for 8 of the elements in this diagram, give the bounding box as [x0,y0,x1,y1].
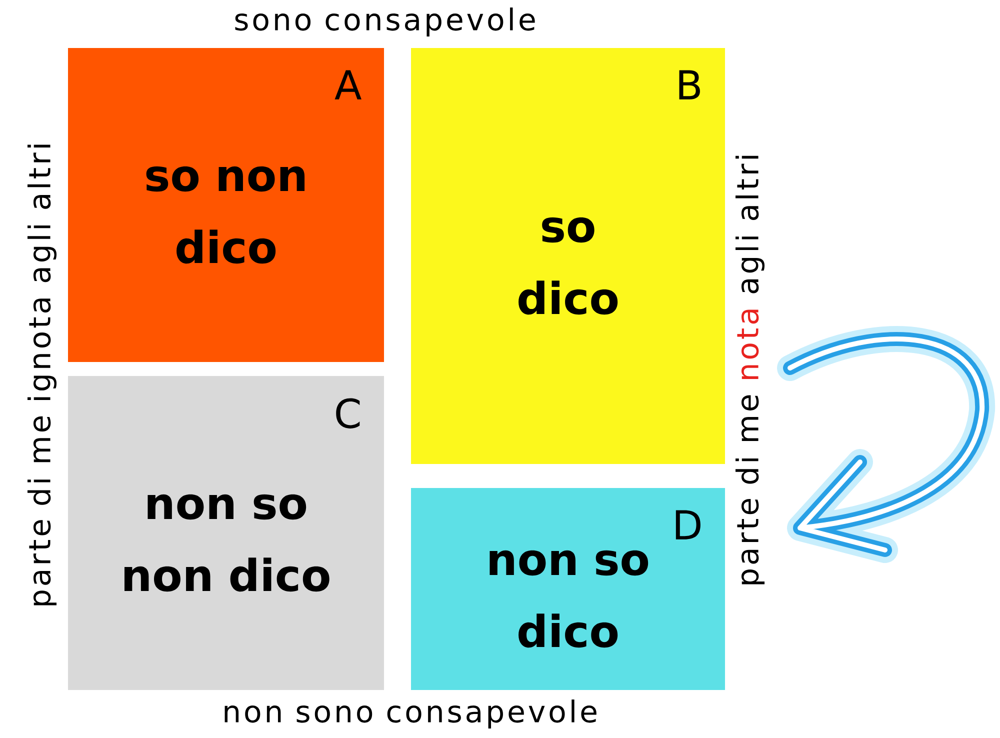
quadrant-box: A so non dico [68,48,384,362]
axis-label: sono consapevole [235,7,535,37]
quadrant-box: D non so dico [411,488,725,690]
axis-label: parte di me ignota agli altri [28,144,57,606]
axis-label: parte di me nota agli altri [736,156,765,584]
axis-label: non sono consapevole [224,700,596,729]
quadrant-box: C non so non dico [68,376,384,690]
quadrant-box: B so dico [411,48,725,464]
